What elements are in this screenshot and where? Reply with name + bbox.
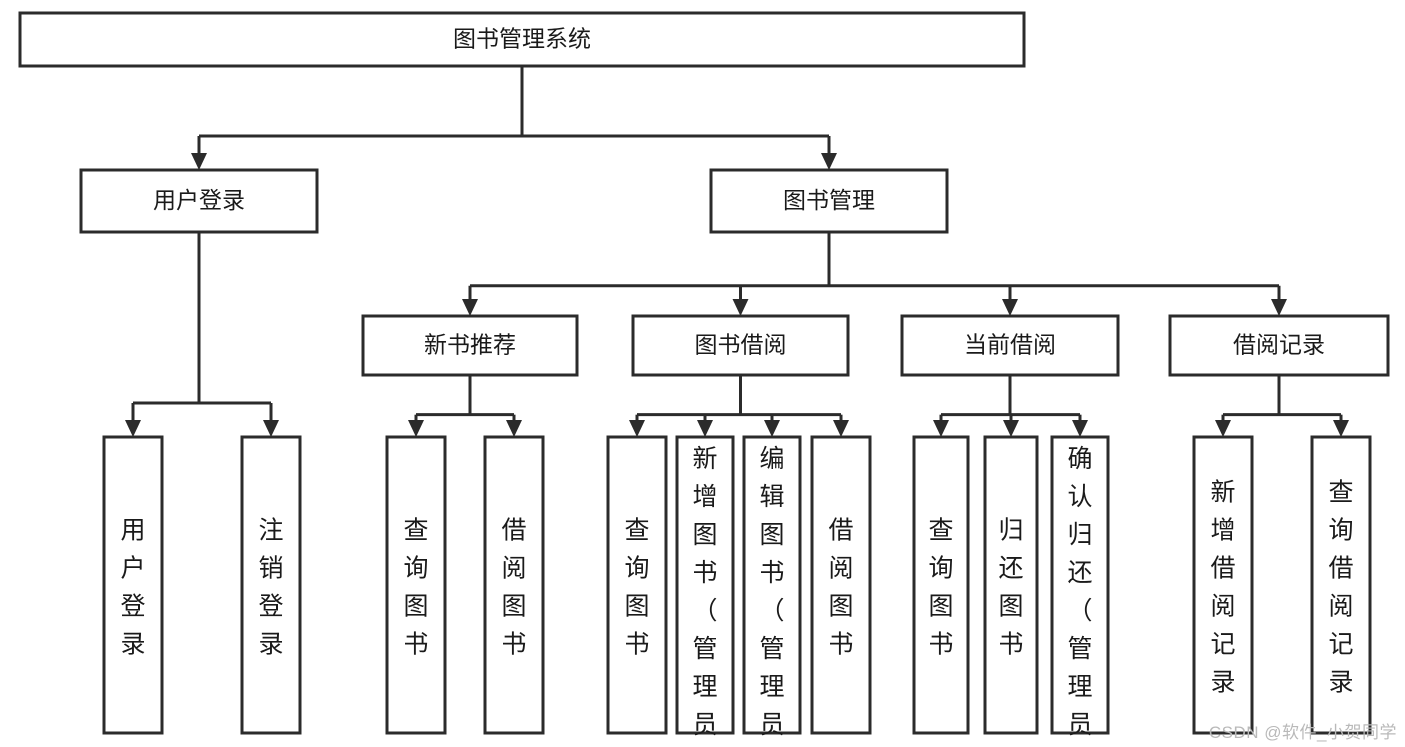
node-box [912, 435, 970, 735]
arrow-head-icon [933, 420, 949, 437]
node-box [675, 435, 735, 735]
node-label: 用户登录 [153, 187, 245, 213]
node-leaf-br-add[interactable]: 新增图书（管理员） [675, 435, 735, 747]
node-label: 查询借阅记录 [1328, 479, 1353, 697]
node-leaf-cur-return[interactable]: 归还图书 [983, 435, 1039, 735]
node-box [1050, 435, 1110, 735]
node-box [742, 435, 802, 735]
node-label: 归还图书 [998, 517, 1023, 659]
node-label: 用户登录 [120, 517, 145, 659]
node-box [385, 435, 447, 735]
node-leaf-rec-query[interactable]: 查询借阅记录 [1310, 435, 1372, 735]
node-leaf-br-edit[interactable]: 编辑图书（管理员） [742, 435, 802, 747]
node-l2-book[interactable]: 图书管理 [709, 168, 949, 234]
node-box [79, 168, 319, 234]
arrow-head-icon [821, 153, 837, 170]
connector-layer [125, 66, 1349, 437]
node-label: 借阅图书 [501, 517, 526, 659]
node-label: 编辑图书（管理员） [759, 445, 784, 747]
node-box [102, 435, 164, 735]
node-root[interactable]: 图书管理系统 [18, 11, 1026, 68]
node-box [240, 435, 302, 735]
arrow-head-icon [833, 420, 849, 437]
arrow-head-icon [764, 420, 780, 437]
node-label: 新增图书（管理员） [692, 445, 717, 747]
arrow-head-icon [1333, 420, 1349, 437]
node-box [361, 314, 579, 377]
node-l3-borrow[interactable]: 图书借阅 [631, 314, 850, 377]
arrow-head-icon [1002, 299, 1018, 316]
node-box [810, 435, 872, 735]
arrow-head-icon [1003, 420, 1019, 437]
node-leaf-user-logout[interactable]: 注销登录 [240, 435, 302, 735]
node-leaf-br-lend[interactable]: 借阅图书 [810, 435, 872, 735]
arrow-head-icon [1215, 420, 1231, 437]
node-box [1168, 314, 1390, 377]
node-label: 确认归还（管理员） [1067, 445, 1092, 747]
node-label: 查询图书 [403, 517, 428, 659]
node-label: 借阅图书 [828, 517, 853, 659]
node-leaf-new-query[interactable]: 查询图书 [385, 435, 447, 735]
node-box [18, 11, 1026, 68]
arrow-head-icon [408, 420, 424, 437]
node-box [983, 435, 1039, 735]
arrow-head-icon [125, 420, 141, 437]
arrow-head-icon [697, 420, 713, 437]
node-label: 新书推荐 [424, 332, 516, 358]
node-box [1310, 435, 1372, 735]
arrow-head-icon [732, 299, 749, 316]
node-leaf-user-login[interactable]: 用户登录 [102, 435, 164, 735]
arrow-head-icon [462, 299, 478, 316]
node-box [1192, 435, 1254, 735]
node-l2-user[interactable]: 用户登录 [79, 168, 319, 234]
arrow-head-icon [629, 420, 645, 437]
node-label: 图书管理系统 [453, 26, 591, 52]
arrow-head-icon [1072, 420, 1088, 437]
arrow-head-icon [191, 153, 207, 170]
node-label: 新增借阅记录 [1210, 479, 1235, 697]
node-label: 图书借阅 [695, 332, 787, 358]
node-label: 查询图书 [624, 517, 649, 659]
node-layer: 图书管理系统用户登录图书管理新书推荐图书借阅当前借阅借阅记录用户登录注销登录查询… [18, 11, 1390, 747]
node-box [900, 314, 1120, 377]
node-l3-newbook[interactable]: 新书推荐 [361, 314, 579, 377]
arrow-head-icon [506, 420, 522, 437]
node-label: 图书管理 [783, 187, 875, 213]
node-label: 查询图书 [928, 517, 953, 659]
node-box [631, 314, 850, 377]
node-leaf-rec-add[interactable]: 新增借阅记录 [1192, 435, 1254, 735]
node-box [483, 435, 545, 735]
node-label: 注销登录 [258, 517, 283, 659]
node-label: 当前借阅 [964, 332, 1056, 358]
node-leaf-br-query[interactable]: 查询图书 [606, 435, 668, 735]
node-l3-current[interactable]: 当前借阅 [900, 314, 1120, 377]
node-box [606, 435, 668, 735]
arrow-head-icon [1271, 299, 1287, 316]
node-leaf-cur-confirm[interactable]: 确认归还（管理员） [1050, 435, 1110, 747]
node-l3-record[interactable]: 借阅记录 [1168, 314, 1390, 377]
node-leaf-new-borrow[interactable]: 借阅图书 [483, 435, 545, 735]
node-leaf-cur-query[interactable]: 查询图书 [912, 435, 970, 735]
arrow-head-icon [263, 420, 279, 437]
node-label: 借阅记录 [1233, 332, 1325, 358]
node-box [709, 168, 949, 234]
